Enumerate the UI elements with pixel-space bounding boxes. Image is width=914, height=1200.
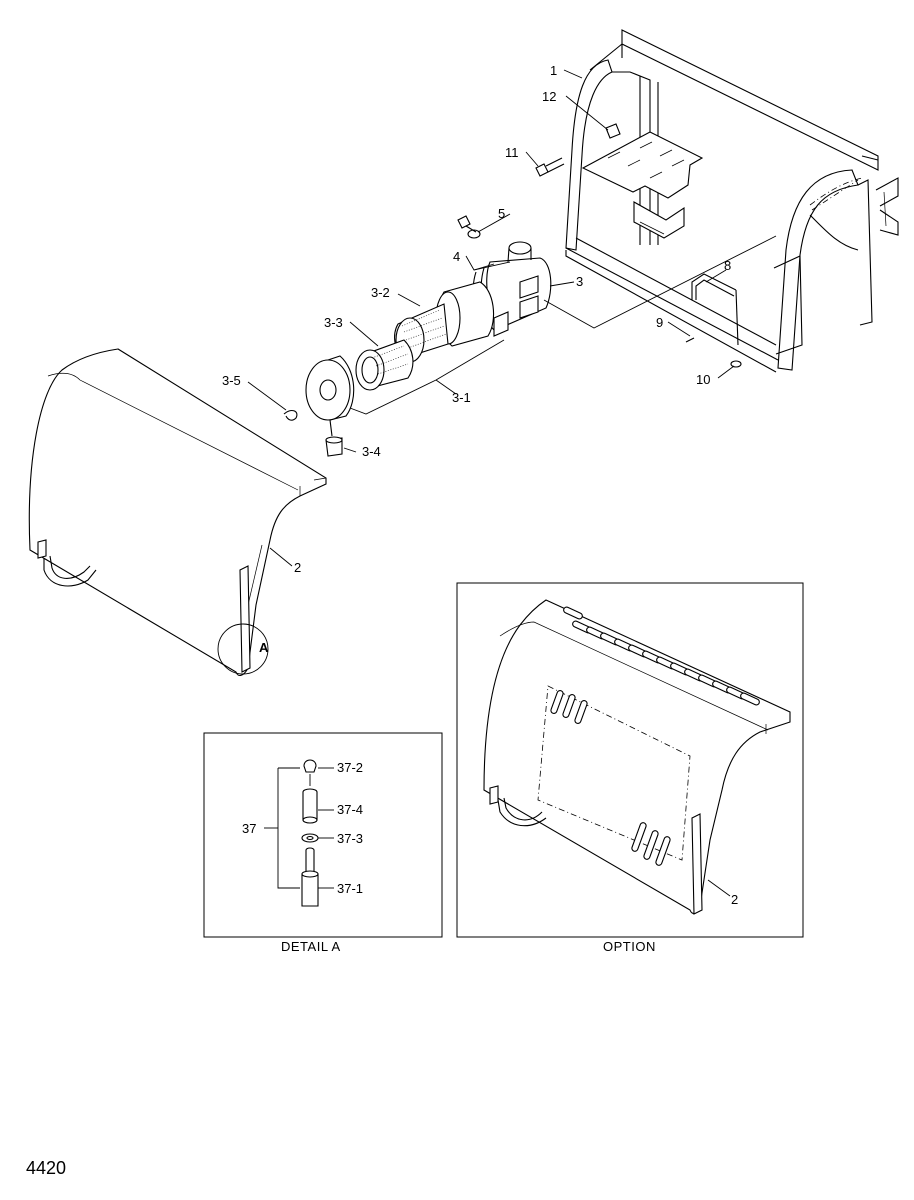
detail-a-box: [203, 732, 443, 938]
bolt-12: [605, 123, 621, 139]
inner-element: [355, 339, 414, 391]
leader-lines: [247, 69, 777, 897]
label-9: 9: [656, 315, 663, 330]
label-2: 2: [294, 560, 301, 575]
label-3-3: 3-3: [324, 315, 343, 330]
clip: [283, 409, 298, 421]
hood-cover: [28, 348, 327, 677]
label-37-4: 37-4: [337, 802, 363, 817]
label-4: 4: [453, 249, 460, 264]
label-11: 11: [505, 145, 519, 160]
label-8: 8: [724, 258, 731, 273]
detail-a-callout: [217, 623, 269, 675]
side-vent-slots-lower: [631, 822, 671, 866]
washer-10: [730, 360, 742, 368]
label-12: 12: [542, 89, 556, 104]
label-37-3: 37-3: [337, 831, 363, 846]
frame-housing: [565, 29, 899, 373]
label-37-1: 37-1: [337, 881, 363, 896]
callout-labels: 1 12 11 5 4 3 8 3-2 3-3 9 10 3-5 3-1 3-4…: [222, 63, 738, 907]
option-caption: OPTION: [603, 939, 656, 954]
bolt-5: [457, 215, 481, 239]
label-3-4: 3-4: [362, 444, 381, 459]
option-box: [456, 582, 804, 938]
mount-plate: [581, 131, 704, 239]
label-3-1: 3-1: [452, 390, 471, 405]
label-37-2: 37-2: [337, 760, 363, 775]
page-number: 4420: [26, 1158, 66, 1178]
label-3: 3: [576, 274, 583, 289]
detail-a-caption: DETAIL A: [281, 939, 341, 954]
label-10: 10: [696, 372, 710, 387]
latch-handle-8: [691, 273, 739, 346]
label-2-option: 2: [731, 892, 738, 907]
pin-9: [685, 337, 695, 343]
bolt-11: [535, 157, 565, 177]
label-5: 5: [498, 206, 505, 221]
label-3-2: 3-2: [371, 285, 390, 300]
end-cap: [305, 355, 355, 437]
label-3-5: 3-5: [222, 373, 241, 388]
vacuator-valve: [325, 436, 343, 457]
top-vent-slots: [563, 606, 760, 706]
label-37: 37: [242, 821, 256, 836]
label-1: 1: [550, 63, 557, 78]
label-a: A: [259, 640, 269, 655]
side-vent-slots-upper: [550, 689, 588, 725]
